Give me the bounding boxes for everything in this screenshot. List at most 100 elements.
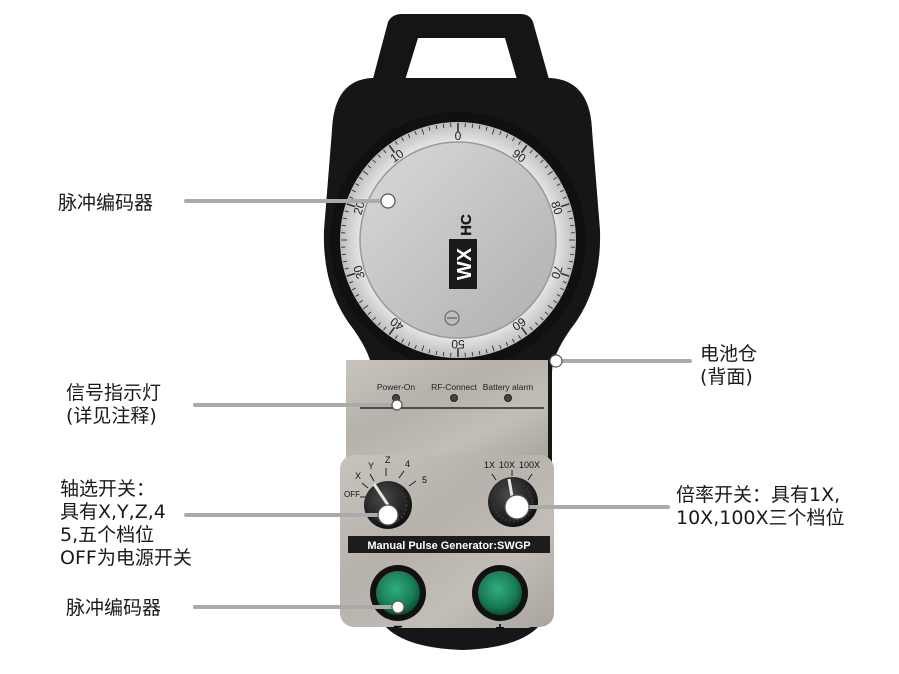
dial-number: 0 <box>455 129 462 143</box>
dial-tick <box>346 272 356 277</box>
dial-number: 50 <box>451 337 465 351</box>
dial-tick <box>485 126 488 131</box>
dial-tick <box>358 176 363 180</box>
callout-dot-encoder <box>380 193 396 209</box>
plate-title: Manual Pulse Generator:SWGP <box>367 540 530 552</box>
plus-button[interactable] <box>478 571 522 615</box>
dial-tick <box>349 196 354 199</box>
callout-axis-switch: 轴选开关： 具有X,Y,Z,4 5,五个档位 OFF为电源开关 <box>60 478 192 570</box>
svg-text:HC: HC <box>458 214 475 236</box>
callout-battery-line1: 电池仓 <box>700 343 758 365</box>
axis-label-z: Z <box>385 455 391 465</box>
callout-rate-line2: 10X,100X三个档位 <box>676 507 845 529</box>
indicator-label-rf: RF-Connect <box>431 382 477 392</box>
dial-tick <box>518 335 522 340</box>
callout-dot-rate <box>504 494 530 520</box>
callout-battery: 电池仓 (背面) <box>700 343 757 389</box>
dial-tick <box>547 170 553 176</box>
callout-encoder-bottom: 脉冲编码器 <box>66 597 161 620</box>
axis-label-4: 4 <box>405 459 410 469</box>
dial-tick <box>562 281 567 284</box>
dial-tick <box>344 210 349 213</box>
dial-tick <box>394 335 398 340</box>
dial-tick <box>342 260 348 263</box>
dial-tick <box>351 189 356 193</box>
dial-tick <box>560 272 570 277</box>
dial-tick <box>346 203 356 208</box>
callout-axis-line2: 具有X,Y,Z,4 <box>60 501 166 523</box>
dial-tick <box>351 287 356 291</box>
dial-tick <box>478 124 481 130</box>
dial-tick <box>435 124 438 130</box>
dial-tick <box>349 281 354 284</box>
dial-tick <box>505 342 509 347</box>
rate-label-100x: 100X <box>519 460 540 470</box>
dial-tick <box>485 349 488 354</box>
dial-tick <box>355 294 360 297</box>
dial-tick <box>535 322 539 326</box>
rate-label-10x: 10X <box>499 460 515 470</box>
callout-dot-battery <box>549 354 563 368</box>
minus-label: − <box>393 619 402 636</box>
dial-tick <box>570 253 575 256</box>
dial-tick <box>442 352 445 357</box>
dial-tick <box>471 352 474 357</box>
dial-tick <box>471 123 474 128</box>
dial-tick <box>383 149 387 154</box>
dial-tick <box>512 137 515 142</box>
dial-tick <box>372 317 376 321</box>
dial-tick <box>435 350 438 356</box>
dial-tick <box>428 126 431 131</box>
dial-tick <box>407 133 411 138</box>
dial-tick <box>520 144 528 154</box>
dial-tick <box>556 183 561 186</box>
axis-label-5: 5 <box>422 475 427 485</box>
dial-tick <box>560 287 565 291</box>
dial-tick <box>358 300 363 304</box>
callout-dot-button <box>391 600 405 614</box>
dial-tick <box>568 260 574 263</box>
dial-tick <box>499 131 502 136</box>
dial-tick <box>529 326 533 331</box>
callout-rate-switch: 倍率开关：具有1X, 10X,100X三个档位 <box>676 484 845 530</box>
dial-tick <box>442 123 445 128</box>
callout-axis-line3: 5,五个档位 <box>60 524 155 546</box>
dial-tick <box>367 165 372 169</box>
dial-tick <box>401 137 404 142</box>
dial-tick <box>518 140 522 145</box>
dial-tick <box>363 170 369 176</box>
callout-rate-line1: 倍率开关：具有1X, <box>676 484 841 506</box>
dial-tick <box>355 183 360 186</box>
dial-tick <box>407 342 411 347</box>
rf-led <box>450 394 458 402</box>
dial-tick <box>478 350 481 356</box>
dial-tick <box>383 326 387 331</box>
dial-tick <box>568 217 574 220</box>
dial-tick <box>567 210 572 213</box>
dial-tick <box>540 159 544 163</box>
callout-axis-line1: 轴选开关： <box>60 478 156 500</box>
dial-tick <box>499 344 502 349</box>
dial-tick <box>414 131 417 136</box>
axis-label-y: Y <box>368 461 374 471</box>
callout-indicator-line2: (详见注释) <box>66 405 157 427</box>
callout-encoder-top: 脉冲编码器 <box>58 192 153 215</box>
dial-tick <box>388 326 396 336</box>
dial-tick <box>372 159 376 163</box>
dial-tick <box>512 338 515 343</box>
dial-tick <box>529 149 533 154</box>
dial-tick <box>520 326 528 336</box>
callout-lines <box>184 199 692 609</box>
callout-indicator-line1: 信号指示灯 <box>66 382 162 404</box>
plate-top <box>346 360 548 460</box>
dial-tick <box>560 189 565 193</box>
dial-tick <box>394 140 398 145</box>
dial-tick <box>491 345 495 352</box>
dial-tick <box>363 304 369 310</box>
callout-indicator: 信号指示灯 (详见注释) <box>66 382 161 428</box>
rate-knob-grip <box>492 481 534 523</box>
minus-button[interactable] <box>376 571 420 615</box>
dial-tick <box>553 300 558 304</box>
dial-tick <box>567 267 572 270</box>
